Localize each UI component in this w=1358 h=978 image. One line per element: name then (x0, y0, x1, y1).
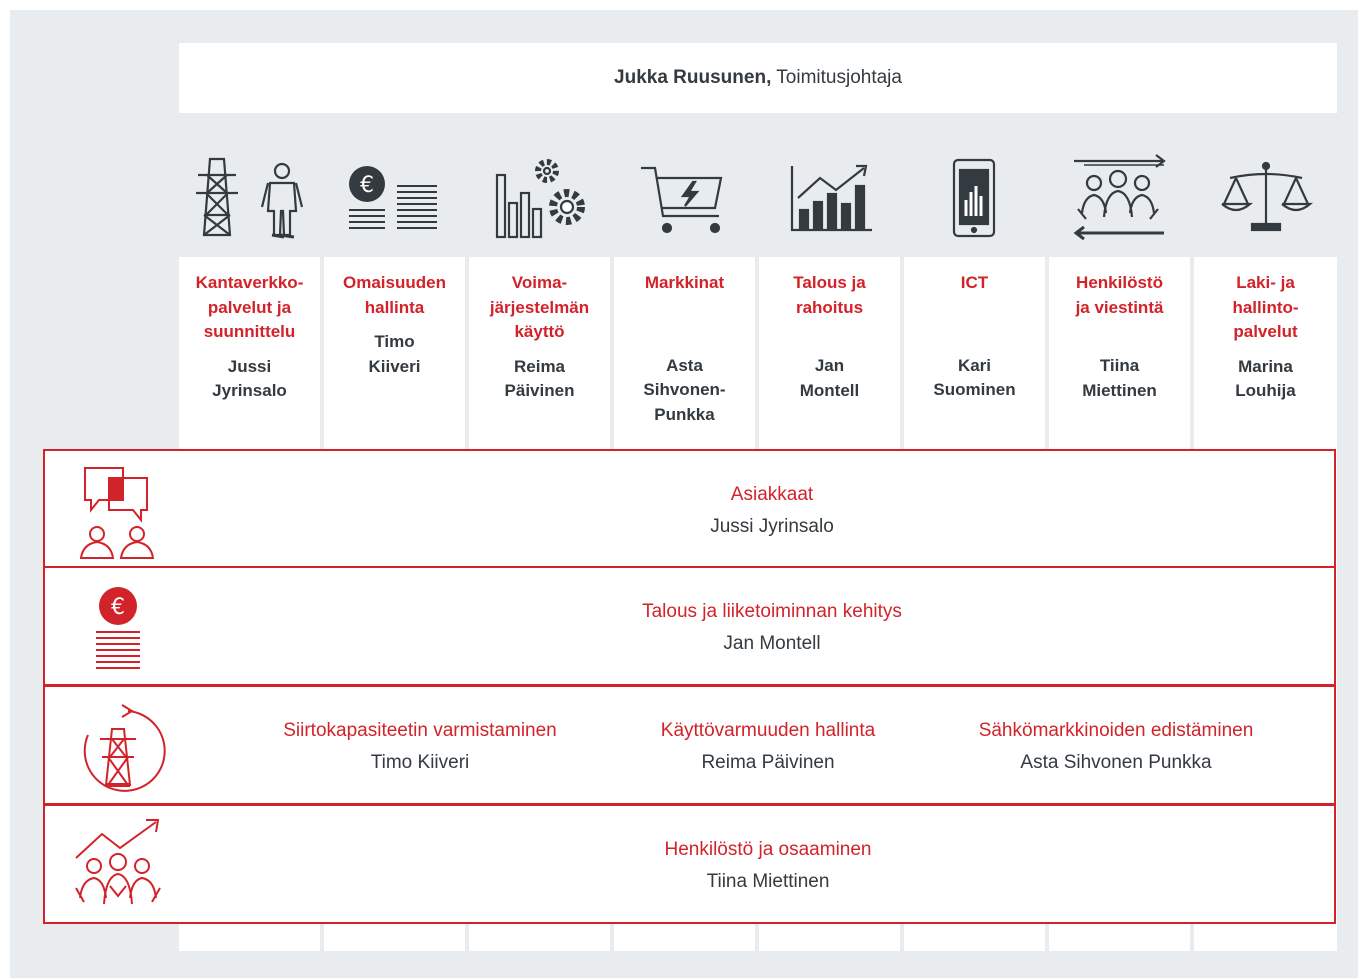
ceo-box: Jukka Ruusunen, Toimitusjohtaja (179, 43, 1337, 113)
column-title: Voima- järjestelmän käyttö (489, 273, 590, 341)
mobile-chart-icon (904, 150, 1045, 245)
pylon-cycle-icon (63, 693, 173, 797)
band-content: Käyttövarmuuden hallinta Reima Päivinen (661, 715, 875, 779)
band-person: Tiina Miettinen (706, 871, 830, 892)
band-talous-ja-liiketoiminnan-kehitys: € Talous ja liiketoiminnan kehitys Jan M… (43, 566, 1336, 686)
column-person: Timo Kiiveri (368, 332, 421, 376)
column-title: Talous ja rahoitus (793, 273, 866, 317)
speech-bubbles-people-icon (63, 457, 173, 561)
power-pylon-worker-icon (179, 150, 320, 245)
scales-icon (1194, 150, 1337, 245)
column-person: Marina Louhija (1235, 356, 1296, 401)
column-title: Omaisuuden hallinta (343, 273, 446, 317)
band-person: Timo Kiiveri (370, 752, 470, 773)
column-person: Jan Montell (799, 356, 860, 400)
band-content: Talous ja liiketoiminnan kehitys Jan Mon… (642, 596, 902, 660)
band-content: Henkilöstö ja osaaminen Tiina Miettinen (664, 834, 871, 898)
band-person: Jan Montell (723, 633, 821, 654)
band-title: Siirtokapasiteetin varmistaminen (283, 720, 557, 741)
band-person: Asta Sihvonen Punkka (1020, 752, 1212, 773)
svg-text:€: € (360, 173, 374, 198)
column-person: Tiina Miettinen (1082, 356, 1157, 400)
band-person: Jussi Jyrinsalo (710, 516, 834, 537)
column-person: Reima Päivinen (504, 356, 575, 401)
band-title: Sähkömarkkinoiden edistäminen (978, 720, 1254, 741)
band-content: Siirtokapasiteetin varmistaminen Timo Ki… (283, 715, 557, 779)
column-title: Kantaverkko- palvelut ja suunnittelu (195, 273, 304, 341)
band-person: Reima Päivinen (701, 752, 835, 773)
column-person: Kari Suominen (933, 355, 1016, 400)
band-title: Talous ja liiketoiminnan kehitys (642, 601, 902, 622)
euro-document-icon: € (63, 574, 173, 678)
ceo-title: Toimitusjohtaja (776, 67, 902, 88)
band-title: Käyttövarmuuden hallinta (660, 720, 876, 741)
svg-text:€: € (111, 595, 125, 620)
column-title: Henkilöstö ja viestintä (1075, 273, 1164, 317)
column-title: ICT (960, 273, 989, 292)
band-content: Sähkömarkkinoiden edistäminen Asta Sihvo… (979, 715, 1254, 779)
column-title: Laki- ja hallinto- palvelut (1232, 273, 1299, 341)
people-arrows-icon (1049, 150, 1190, 245)
column-person: Asta Sihvonen- Punkka (643, 355, 726, 424)
bars-gears-icon (469, 150, 610, 245)
band-henkilosto-ja-osaaminen: Henkilöstö ja osaaminen Tiina Miettinen (43, 804, 1336, 924)
euro-document-icon: € (324, 150, 465, 245)
people-growth-icon (63, 812, 173, 916)
band-kolme-teemaa: Siirtokapasiteetin varmistaminen Timo Ki… (43, 685, 1336, 805)
band-title: Henkilöstö ja osaaminen (664, 839, 872, 860)
growth-chart-icon (759, 150, 900, 245)
ceo-name: Jukka Ruusunen, (614, 67, 772, 88)
column-person: Jussi Jyrinsalo (212, 356, 287, 401)
band-asiakkaat: Asiakkaat Jussi Jyrinsalo (43, 449, 1336, 568)
band-title: Asiakkaat (730, 484, 814, 505)
shopping-cart-lightning-icon (614, 150, 755, 245)
column-title: Markkinat (644, 273, 725, 292)
band-content: Asiakkaat Jussi Jyrinsalo (710, 479, 834, 543)
